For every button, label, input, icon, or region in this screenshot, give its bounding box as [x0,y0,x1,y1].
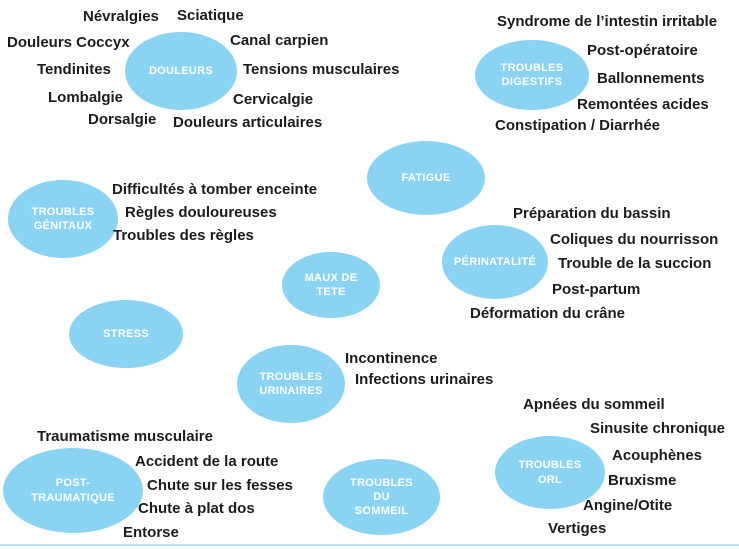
bubble-label-douleurs: DOULEURS [148,64,214,77]
item-vertiges: Vertiges [548,520,607,537]
bubble-label-maux-de-tete: MAUX DE TETE [304,271,358,298]
item-ballonnements: Ballonnements [597,70,705,87]
category-bubble-troubles-genitaux: TROUBLES GÉNITAUX [8,180,118,258]
item-trouble-de-la-succion: Trouble de la succion [558,255,712,272]
item-lombalgie: Lombalgie [48,89,124,106]
item-nevralgies: Névralgies [83,8,159,25]
item-tensions-musculaires: Tensions musculaires [243,61,400,78]
item-remontees-acides: Remontées acides [577,96,709,113]
category-bubble-troubles-urinaires: TROUBLES URINAIRES [237,345,345,423]
bubble-label-troubles-du-sommeil: TROUBLES DU SOMMEIL [350,476,413,518]
item-sinusite-chronique: Sinusite chronique [590,420,726,437]
bubble-label-troubles-orl: TROUBLES ORL [518,459,582,486]
category-bubble-post-traumatique: POST- TRAUMATIQUE [3,448,143,533]
bubble-label-perinatalite: PÉRINATALITÉ [453,255,537,268]
item-acouphenes: Acouphènes [612,447,703,464]
bubble-label-troubles-urinaires: TROUBLES URINAIRES [259,370,323,397]
item-canal-carpien: Canal carpien [230,32,329,49]
item-infections-urinaires: Infections urinaires [355,371,494,388]
bubble-label-fatigue: FATIGUE [401,171,451,184]
bottom-divider [0,544,739,546]
item-chute-a-plat-dos: Chute à plat dos [138,500,255,517]
item-syndrome-intestin-irritable: Syndrome de l’intestin irritable [497,13,718,30]
item-sciatique: Sciatique [177,7,244,24]
item-entorse: Entorse [123,524,179,541]
item-cervicalgie: Cervicalgie [233,91,314,108]
item-troubles-des-regles: Troubles des règles [113,227,254,244]
item-bruxisme: Bruxisme [608,472,677,489]
bubble-label-stress: STRESS [103,327,149,340]
item-angine-otite: Angine/Otite [583,497,673,514]
category-bubble-troubles-orl: TROUBLES ORL [495,436,605,509]
item-post-partum: Post-partum [552,281,641,298]
item-incontinence: Incontinence [345,350,438,367]
item-chute-sur-les-fesses: Chute sur les fesses [147,477,293,494]
category-bubble-douleurs: DOULEURS [125,32,237,110]
category-bubble-stress: STRESS [69,300,183,368]
item-douleurs-articulaires: Douleurs articulaires [173,114,323,131]
item-dorsalgie: Dorsalgie [88,111,157,128]
item-tendinites: Tendinites [37,61,111,78]
item-post-operatoire: Post-opératoire [587,42,698,59]
item-traumatisme-musculaire: Traumatisme musculaire [37,428,213,445]
item-constipation-diarrhee: Constipation / Diarrhée [495,117,661,134]
item-preparation-du-bassin: Préparation du bassin [513,205,671,222]
category-bubble-maux-de-tete: MAUX DE TETE [282,252,380,318]
item-apnees-du-sommeil: Apnées du sommeil [523,396,665,413]
bubble-label-troubles-genitaux: TROUBLES GÉNITAUX [31,205,95,232]
item-accident-de-la-route: Accident de la route [135,453,279,470]
category-bubble-perinatalite: PÉRINATALITÉ [442,225,548,299]
item-regles-douloureuses: Règles douloureuses [125,204,277,221]
bubble-label-post-traumatique: POST- TRAUMATIQUE [31,477,115,504]
category-bubble-troubles-digestifs: TROUBLES DIGESTIFS [475,40,589,110]
category-bubble-troubles-du-sommeil: TROUBLES DU SOMMEIL [323,459,440,535]
item-coliques-du-nourrisson: Coliques du nourrisson [550,231,719,248]
item-douleurs-coccyx: Douleurs Coccyx [7,34,130,51]
item-deformation-du-crane: Déformation du crâne [470,305,626,322]
item-difficultes-tomber-enceinte: Difficultés à tomber enceinte [112,181,318,198]
category-bubble-fatigue: FATIGUE [367,141,485,215]
bubble-label-troubles-digestifs: TROUBLES DIGESTIFS [500,61,564,88]
